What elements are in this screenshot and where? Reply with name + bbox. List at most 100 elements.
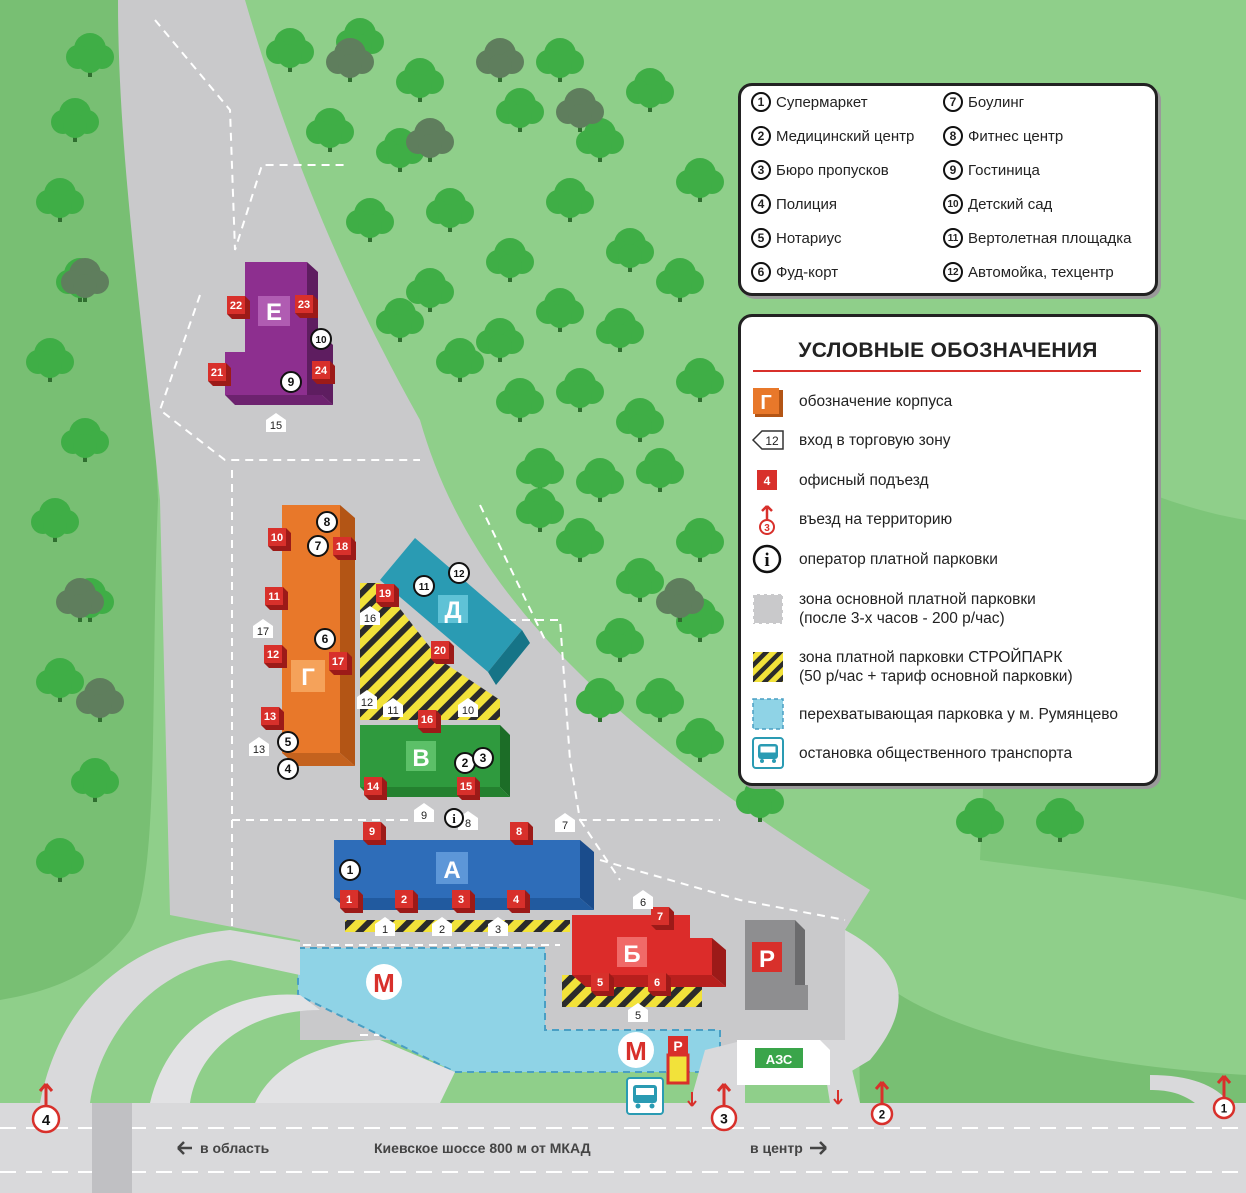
office-entrance-1[interactable]: 1 <box>340 890 363 913</box>
parking-operator-icon[interactable]: i <box>444 808 464 828</box>
poi-marker-4[interactable]: 4 <box>277 758 299 780</box>
office-entrance-23[interactable]: 23 <box>295 295 318 318</box>
trade-entrance-label: 9 <box>421 810 427 822</box>
office-entrance-12[interactable]: 12 <box>264 645 287 668</box>
office-entrance-5[interactable]: 5 <box>591 973 614 996</box>
trade-entrance-2[interactable]: 2 <box>432 917 452 936</box>
poi-marker-3[interactable]: 3 <box>472 747 494 769</box>
office-entrance-9[interactable]: 9 <box>363 822 386 845</box>
office-entrance-18[interactable]: 18 <box>333 537 356 560</box>
trade-entrance-12[interactable]: 12 <box>357 690 377 709</box>
legend-text: зона платной парковки СТРОЙПАРК <box>799 649 1063 666</box>
trade-entrance-15[interactable]: 15 <box>266 413 286 432</box>
entry-gate-2[interactable]: 2 <box>870 1081 894 1126</box>
legend-symbol-number: 12 <box>765 434 779 448</box>
office-entrance-14[interactable]: 14 <box>364 777 387 800</box>
office-entrance-13[interactable]: 13 <box>261 707 284 730</box>
building-d[interactable] <box>380 538 530 685</box>
gas-station[interactable] <box>737 1040 830 1085</box>
road-left-arrow-icon <box>177 1141 192 1155</box>
office-entrance-4[interactable]: 4 <box>507 890 530 913</box>
parking-label: Р <box>759 946 775 973</box>
trade-entrance-13[interactable]: 13 <box>249 737 269 756</box>
legend-text: зона основной платной парковки <box>799 591 1036 608</box>
office-entrance-16[interactable]: 16 <box>418 710 441 733</box>
office-entrance-3[interactable]: 3 <box>452 890 475 913</box>
trade-entrance-17[interactable]: 17 <box>253 619 273 638</box>
poi-number-icon: 8 <box>943 126 963 146</box>
office-entrance-19[interactable]: 19 <box>376 584 399 607</box>
trade-entrance-label: 10 <box>462 705 474 717</box>
trade-entrance-16[interactable]: 16 <box>360 606 380 625</box>
legend-item-entry: 3 въезд на территорию <box>751 502 952 536</box>
entry-gate-3[interactable]: 3 <box>710 1083 738 1132</box>
office-entrance-21[interactable]: 21 <box>208 363 231 386</box>
legend-item-building: Г обозначение корпуса <box>751 384 952 418</box>
trade-entrance-5[interactable]: 5 <box>628 1003 648 1022</box>
office-entrance-label: 7 <box>657 911 663 923</box>
trade-entrance-10[interactable]: 10 <box>458 698 478 717</box>
office-entrance-20[interactable]: 20 <box>431 641 454 664</box>
entry-gate-4[interactable]: 4 <box>31 1083 61 1134</box>
entry-gate-label: 1 <box>1221 1104 1228 1116</box>
office-entrance-24[interactable]: 24 <box>312 361 335 384</box>
poi-number-icon: 9 <box>943 160 963 180</box>
office-entrance-7[interactable]: 7 <box>651 907 674 930</box>
building-label-a: А <box>443 857 460 884</box>
poi-marker-10[interactable]: 10 <box>310 328 332 350</box>
trade-entrance-1[interactable]: 1 <box>375 917 395 936</box>
legend-symbol-number: 4 <box>764 474 771 488</box>
gas-station-label: АЗС <box>766 1052 793 1067</box>
poi-marker-7[interactable]: 7 <box>307 535 329 557</box>
poi-marker-5[interactable]: 5 <box>277 731 299 753</box>
office-entrance-6[interactable]: 6 <box>648 973 671 996</box>
bus-stop[interactable] <box>626 1077 664 1115</box>
poi-marker-label: 7 <box>315 539 322 553</box>
office-entrance-22[interactable]: 22 <box>227 296 250 319</box>
office-entrance-2[interactable]: 2 <box>395 890 418 913</box>
trade-entrance-3[interactable]: 3 <box>488 917 508 936</box>
poi-marker-9[interactable]: 9 <box>280 371 302 393</box>
poi-number-icon: 7 <box>943 92 963 112</box>
legend-divider <box>753 370 1141 372</box>
trade-entrance-label: 6 <box>640 897 646 909</box>
office-entrance-label: 22 <box>230 300 242 312</box>
office-entrance-label: 1 <box>346 894 352 906</box>
poi-marker-12[interactable]: 12 <box>448 562 470 584</box>
parking-garage[interactable] <box>745 920 808 1010</box>
ramp-west-2 <box>255 1040 455 1103</box>
trade-entrance-6[interactable]: 6 <box>633 890 653 909</box>
entry-gate-1[interactable]: 1 <box>1212 1075 1236 1120</box>
trade-entrance-7[interactable]: 7 <box>555 813 575 832</box>
entry-road-1 <box>1150 1075 1230 1103</box>
office-entrance-8[interactable]: 8 <box>510 822 533 845</box>
office-entrance-17[interactable]: 17 <box>329 652 352 675</box>
building-symbol-icon: Г <box>751 384 785 418</box>
office-entrance-11[interactable]: 11 <box>265 587 288 610</box>
poi-marker-11[interactable]: 11 <box>413 575 435 597</box>
poi-label: Автомойка, техцентр <box>968 263 1114 281</box>
trade-entrance-11[interactable]: 11 <box>383 698 403 717</box>
trade-entrance-9[interactable]: 9 <box>414 803 434 822</box>
intercept-parking-swatch <box>751 697 785 731</box>
poi-marker-1[interactable]: 1 <box>339 859 361 881</box>
office-entrance-label: 17 <box>332 656 344 668</box>
office-entrance-10[interactable]: 10 <box>268 528 291 551</box>
trade-entrance-label: 5 <box>635 1010 641 1022</box>
poi-marker-6[interactable]: 6 <box>314 628 336 650</box>
office-entrance-15[interactable]: 15 <box>457 777 480 800</box>
poi-marker-2[interactable]: 2 <box>454 752 476 774</box>
poi-marker-8[interactable]: 8 <box>316 511 338 533</box>
